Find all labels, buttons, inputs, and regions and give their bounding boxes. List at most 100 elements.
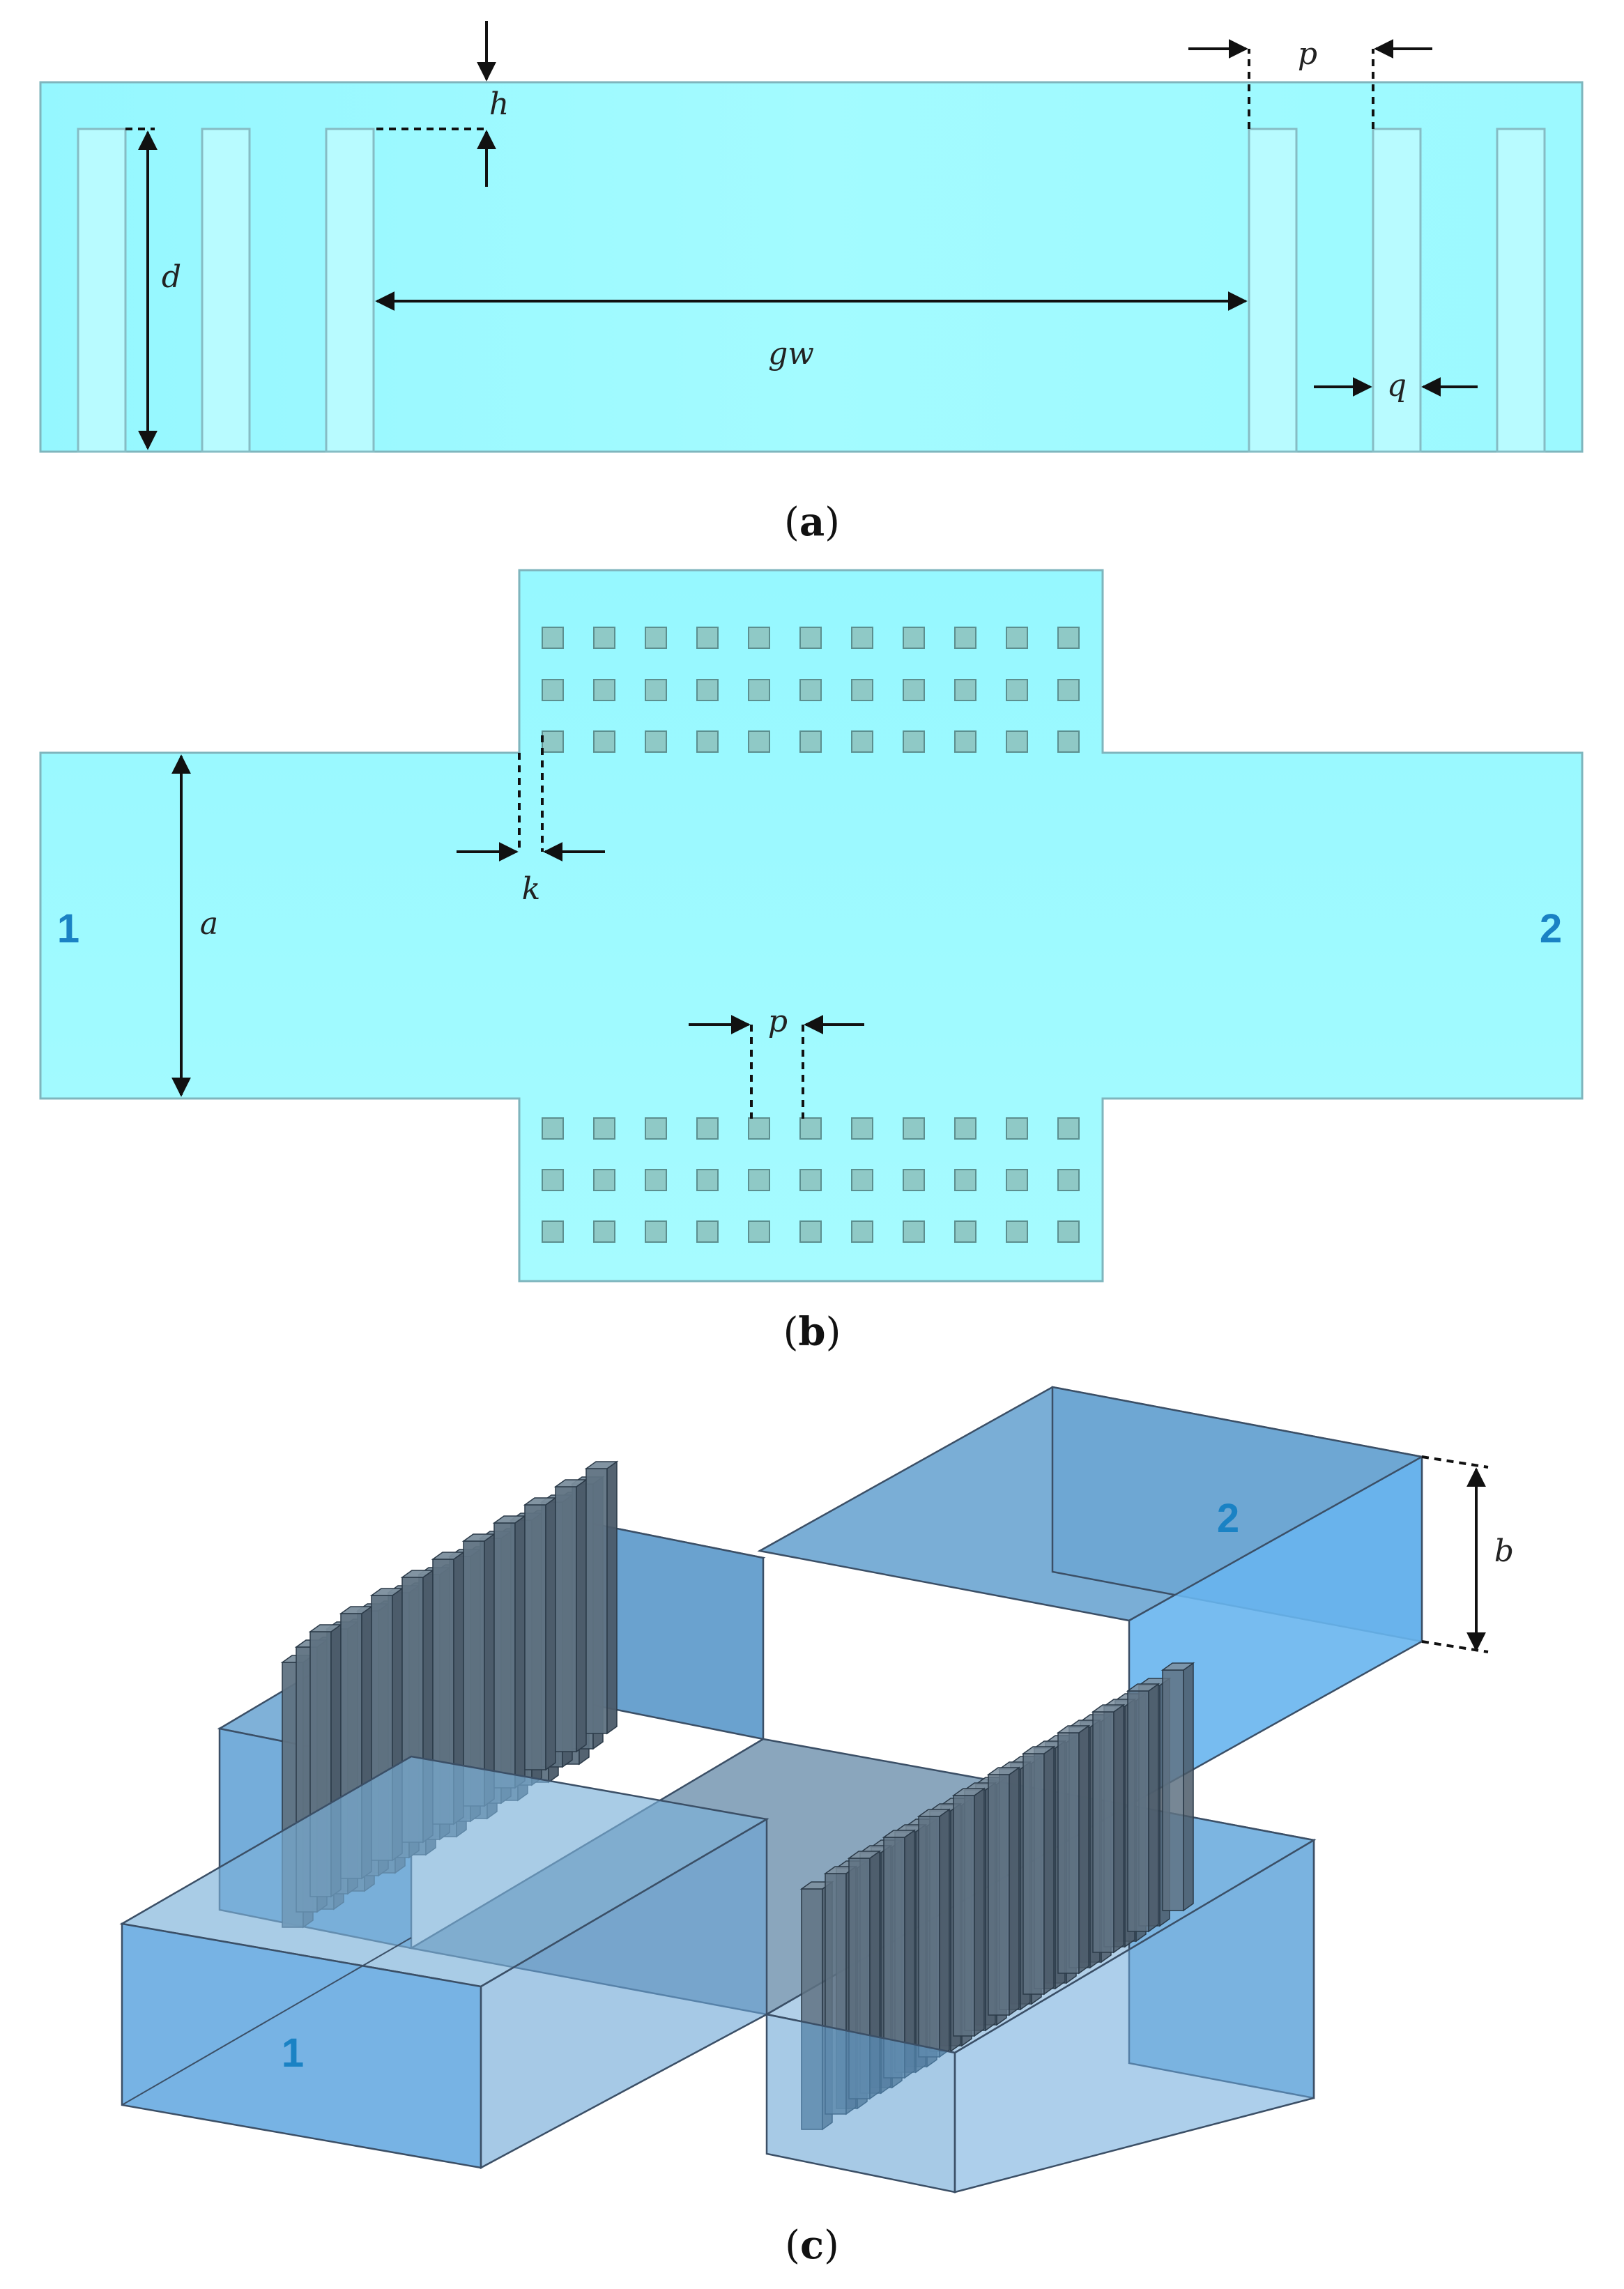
pin-square: [645, 1220, 667, 1243]
pin-square: [542, 1117, 564, 1140]
pin-3d: [584, 1460, 619, 1735]
panel-a: h d gw p q (a): [39, 21, 1584, 545]
pin-square: [851, 1169, 873, 1191]
pin-square: [542, 679, 564, 701]
pin-square: [593, 1117, 615, 1140]
cavity-right-bottom-side: [953, 1838, 1315, 2194]
caption-b: (b): [783, 1309, 841, 1355]
pin: [77, 128, 127, 453]
pin-square: [748, 679, 770, 701]
hidden-edge: [121, 1937, 412, 2106]
pin-square: [1006, 1169, 1028, 1191]
waveguide-top-view: [39, 569, 1584, 1283]
pin-square: [696, 679, 719, 701]
pin-square: [748, 1117, 770, 1140]
pin-3d: [882, 1829, 917, 2079]
label-q: q: [1387, 368, 1407, 404]
pin-3d: [1091, 1704, 1126, 1954]
pin: [1496, 128, 1546, 453]
pin-square: [851, 627, 873, 649]
pin-square: [645, 1169, 667, 1191]
pin-square: [593, 679, 615, 701]
pin-3d: [917, 1808, 951, 2058]
pin-square: [851, 1117, 873, 1140]
pins-left: [77, 128, 375, 453]
pin-square: [696, 730, 719, 753]
waveguide-3d-front-side: [480, 1817, 768, 2170]
pin-square: [954, 1169, 976, 1191]
pin-square: [1057, 1220, 1080, 1243]
pin-3d: [461, 1533, 496, 1807]
pin-grid-bottom: [542, 1117, 1080, 1243]
pin-3d: [553, 1478, 588, 1753]
pin-square: [696, 1117, 719, 1140]
pin-3d: [1056, 1724, 1091, 1975]
pin-square: [851, 679, 873, 701]
pin-square: [748, 627, 770, 649]
port-1-label-c: 1: [282, 2030, 304, 2076]
pin-square: [645, 627, 667, 649]
pins-right: [1248, 128, 1546, 453]
b-dashed-top: [1421, 1455, 1489, 1469]
pin-square: [645, 730, 667, 753]
pin-square: [903, 1169, 925, 1191]
pin-square: [645, 1117, 667, 1140]
pin-square: [851, 1220, 873, 1243]
pin-square: [593, 730, 615, 753]
pin-square: [542, 1169, 564, 1191]
label-d: d: [162, 259, 181, 295]
pin-square: [903, 1117, 925, 1140]
pin-square: [903, 1220, 925, 1243]
pin-square: [1006, 627, 1028, 649]
port-2-label-b: 2: [1540, 906, 1562, 951]
pin-square: [851, 730, 873, 753]
pin-square: [748, 1169, 770, 1191]
pin-square: [593, 1220, 615, 1243]
label-b: b: [1494, 1533, 1514, 1569]
label-p-a: p: [1298, 36, 1317, 72]
pin-3d: [951, 1787, 986, 2037]
pin-square: [593, 627, 615, 649]
pin: [1248, 128, 1298, 453]
pin-square: [696, 627, 719, 649]
pin-square: [748, 1220, 770, 1243]
pin-square: [954, 1117, 976, 1140]
pin-3d: [492, 1515, 527, 1789]
pin-square: [645, 679, 667, 701]
pin-square: [542, 627, 564, 649]
pin-array-3d-right: [799, 1662, 1195, 2131]
pin: [201, 128, 251, 453]
pin-square: [542, 1220, 564, 1243]
pin-square: [1057, 730, 1080, 753]
pin-3d: [431, 1551, 466, 1825]
pin-square: [954, 679, 976, 701]
label-gw: gw: [768, 336, 814, 372]
waveguide-side-view: [39, 81, 1584, 453]
pin-square: [1006, 679, 1028, 701]
pin-square: [542, 730, 564, 753]
label-h: h: [489, 86, 509, 122]
pin-square: [1057, 1169, 1080, 1191]
pin-square: [799, 1117, 822, 1140]
pin-square: [1006, 1220, 1028, 1243]
pin-square: [954, 1220, 976, 1243]
pin-square: [903, 679, 925, 701]
pin: [1372, 128, 1422, 453]
pin-square: [1057, 1117, 1080, 1140]
port-1-label-b: 1: [57, 906, 79, 951]
pin-square: [748, 730, 770, 753]
pin-square: [903, 730, 925, 753]
pin-square: [1057, 679, 1080, 701]
b-dashed-bottom: [1421, 1640, 1489, 1653]
pin-3d: [986, 1766, 1021, 2016]
port-2-label-c: 2: [1217, 1496, 1239, 1541]
label-k: k: [522, 871, 541, 907]
pin-square: [799, 1169, 822, 1191]
label-p-b: p: [768, 1004, 788, 1039]
caption-c: (c): [785, 2222, 839, 2268]
pin-square: [1006, 1117, 1028, 1140]
pin-3d: [1126, 1683, 1160, 1933]
pin-3d: [1021, 1745, 1056, 1996]
pin-3d: [1160, 1662, 1195, 1912]
pin-grid-top: [542, 627, 1080, 753]
